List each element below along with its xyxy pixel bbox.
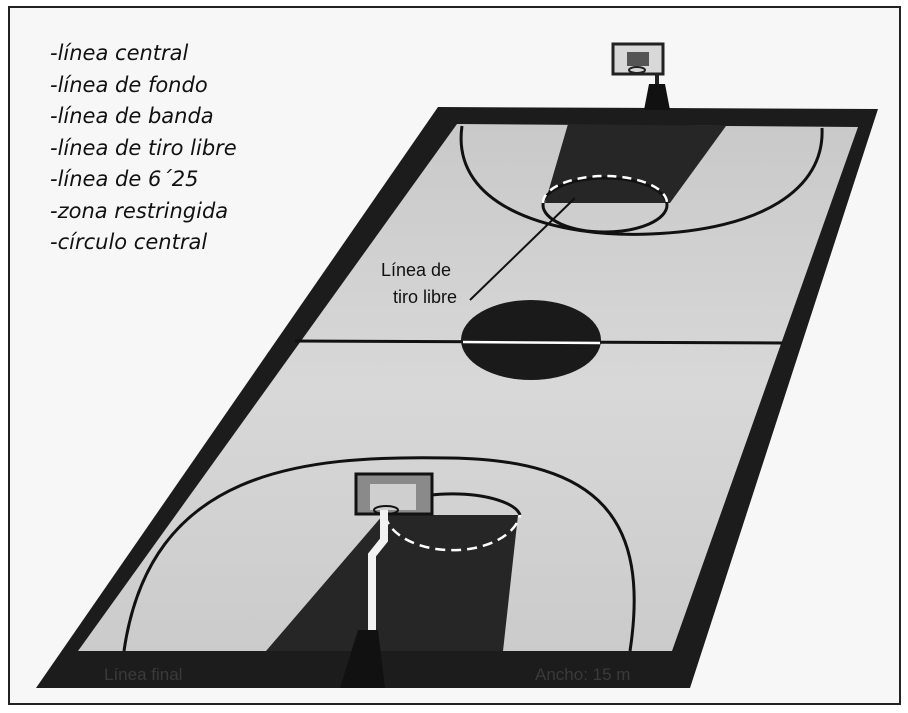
callout-pointer [469, 197, 576, 301]
end-line-label: Línea final [104, 665, 182, 684]
far-three-point-line [459, 125, 824, 236]
court-lines-legend: -línea central -línea de fondo -línea de… [50, 38, 237, 259]
hoop-icon [628, 66, 646, 74]
court-floor [78, 124, 858, 651]
basket-stanchion-icon [340, 630, 385, 688]
near-basket [340, 472, 434, 688]
legend-item: -círculo central [50, 230, 208, 254]
far-basket [611, 42, 670, 110]
far-restricted-zone [545, 124, 726, 203]
center-circle [461, 300, 601, 380]
legend-item: -línea de fondo [50, 72, 208, 97]
near-free-throw-circle-dashed [383, 514, 522, 552]
basket-support-arm [368, 510, 388, 630]
legend-item: -línea central [50, 41, 189, 65]
near-three-point-line [122, 456, 636, 652]
center-circle-line [462, 340, 601, 345]
basket-stanchion-icon [644, 84, 670, 110]
legend-item: -línea de 6´25 [50, 167, 199, 191]
legend-item: -zona restringida [50, 198, 229, 223]
free-throw-callout-line2: tiro libre [393, 287, 457, 307]
free-throw-callout-line1: Línea de [381, 260, 451, 280]
legend-item: -línea de banda [50, 104, 214, 128]
legend-item: -línea de tiro libre [50, 135, 237, 160]
width-label: Ancho: 15 m [535, 665, 630, 684]
